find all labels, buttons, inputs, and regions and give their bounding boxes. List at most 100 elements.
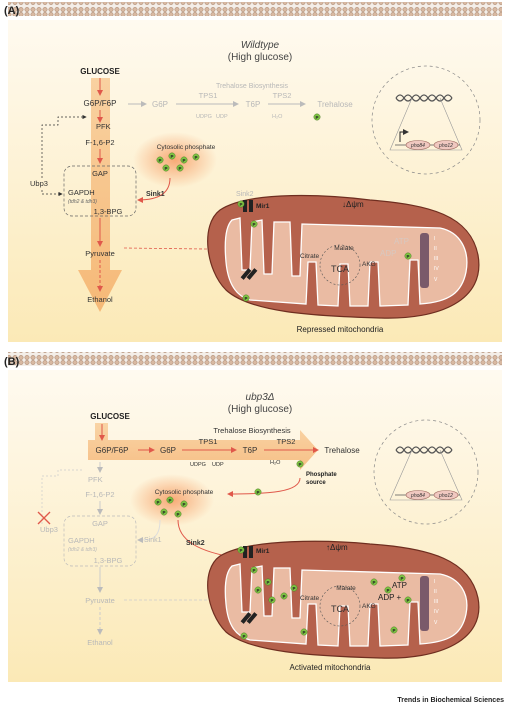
phosphates-b: P P P P P P P P P P P P P P P P P P P P … [154,460,412,640]
cell-membrane-b [8,352,502,366]
gapdh-box [63,165,137,217]
panel-b-title: ubp3Δ [246,392,275,403]
sink1-label-b: Sink1 [144,537,162,544]
svg-text:I: I [434,579,435,585]
electron-transport-chain-b: I II III IV V [420,576,439,631]
svg-text:P: P [282,594,285,599]
tps1-label-b: TPS1 [199,437,218,446]
pho84-label-b: pho84 [410,493,425,499]
mito-caption-b: Activated mitochondria [290,663,371,672]
tps2-label: TPS2 [273,91,292,100]
adp-label: ADP [380,249,396,258]
pho84-label: pho84 [410,143,425,149]
svg-text:P: P [386,588,389,593]
svg-text:P: P [162,510,165,515]
svg-text:P: P [406,254,409,259]
gap-label: GAP [92,169,108,178]
tca-label: TCA [331,264,349,274]
h2o-label: H₂O [272,114,283,120]
sink2-label: Sink2 [236,191,254,198]
svg-text:IV: IV [434,609,439,615]
phosphate-source-label-2: source [306,480,326,486]
panel-a: (A) Wildtype (High glucose) GLUCOSE G6P/… [4,2,502,342]
svg-text:P: P [244,296,247,301]
ethanol-label-b: Ethanol [87,638,113,647]
t6p-label: T6P [246,100,261,109]
svg-text:III: III [434,599,438,605]
svg-text:P: P [242,634,245,639]
svg-text:IV: IV [434,266,439,272]
svg-text:P: P [164,166,167,171]
phosphate-source-label-1: Phosphate [306,472,337,478]
delta-psi-label: ↓Δψm [342,200,364,209]
g6p-f6p-label-b: G6P/F6P [96,446,129,455]
trehalose-biosynthesis-label-b: Trehalose Biosynthesis [213,426,291,435]
pho12-label: pho12 [438,143,453,149]
panel-b-subtitle: (High glucose) [228,404,292,415]
svg-text:P: P [239,202,242,207]
svg-text:P: P [182,502,185,507]
akg-label: AKG [362,261,376,268]
mir1-label-b: Mir1 [256,548,270,555]
panel-b-label: (B) [4,356,20,368]
bpg-label: 1,3-BPG [94,207,123,216]
citrate-label: Citrate [300,253,320,260]
electron-transport-chain-a: I II III IV V [420,233,439,288]
udpg-label: UDPG [196,114,212,120]
gapdh-box-b [63,515,137,567]
tdh-label: (tdh2 & tdh3) [68,199,97,205]
svg-text:P: P [270,598,273,603]
svg-text:P: P [256,490,259,495]
svg-text:II: II [434,246,437,252]
sink2-label-b: Sink2 [186,540,205,547]
pho12-label-b: pho12 [438,493,453,499]
journal-footer: Trends in Biochemical Sciences [397,697,504,704]
tps2-label-b: TPS2 [277,437,296,446]
cytosolic-phosphate-label-b: Cytosolic phosphate [155,489,214,496]
svg-text:P: P [400,576,403,581]
trehalose-flux-arrow [88,423,318,470]
malate-label: Malate [334,245,354,252]
tdh-label-b: (tdh2 & tdh3) [68,547,97,553]
panel-a-subtitle: (High glucose) [228,52,292,63]
tca-label-b: TCA [331,604,349,614]
f16p2-label-b: F-1,6-P2 [85,490,114,499]
svg-text:P: P [182,158,185,163]
adp-label-b: ADP + [378,593,402,602]
svg-text:P: P [292,586,295,591]
atp-label-b: ATP [392,581,407,590]
svg-text:P: P [239,548,242,553]
nucleus-inset-b: pho84 pho12 [373,419,479,525]
nucleus-inset-a: pho84 pho12 [371,65,481,175]
g6p-label: G6P [152,100,168,109]
atp-label: ATP [394,237,409,246]
svg-text:P: P [176,512,179,517]
svg-text:I: I [434,236,435,242]
cytosolic-phosphate-label: Cytosolic phosphate [157,144,216,151]
ubp3-label-b: Ubp3 [40,525,58,534]
svg-text:P: P [315,115,318,120]
svg-text:P: P [156,500,159,505]
udpg-label-b: UDPG [190,462,206,468]
ubp3-label: Ubp3 [30,179,48,188]
gap-label-b: GAP [92,519,108,528]
trehalose-label-b: Trehalose [324,446,360,455]
svg-text:P: P [266,580,269,585]
glucose-label-b: GLUCOSE [90,412,130,421]
delta-psi-label-b: ↑Δψm [326,543,348,552]
h2o-label-b: H₂O [270,460,281,466]
f16p2-label: F-1,6-P2 [85,138,114,147]
svg-text:P: P [298,462,301,467]
svg-text:P: P [392,628,395,633]
svg-text:P: P [168,498,171,503]
pyruvate-label: Pyruvate [85,249,115,258]
bpg-label-b: 1,3-BPG [94,556,123,565]
svg-text:P: P [178,166,181,171]
mitochondrion-a [207,194,480,319]
sink1-label: Sink1 [146,191,165,198]
svg-text:III: III [434,256,438,262]
udp-label: UDP [216,114,228,120]
t6p-label-b: T6P [243,446,258,455]
trehalose-biosynthesis-label: Trehalose Biosynthesis [216,83,289,90]
pfk-label: PFK [96,122,111,131]
